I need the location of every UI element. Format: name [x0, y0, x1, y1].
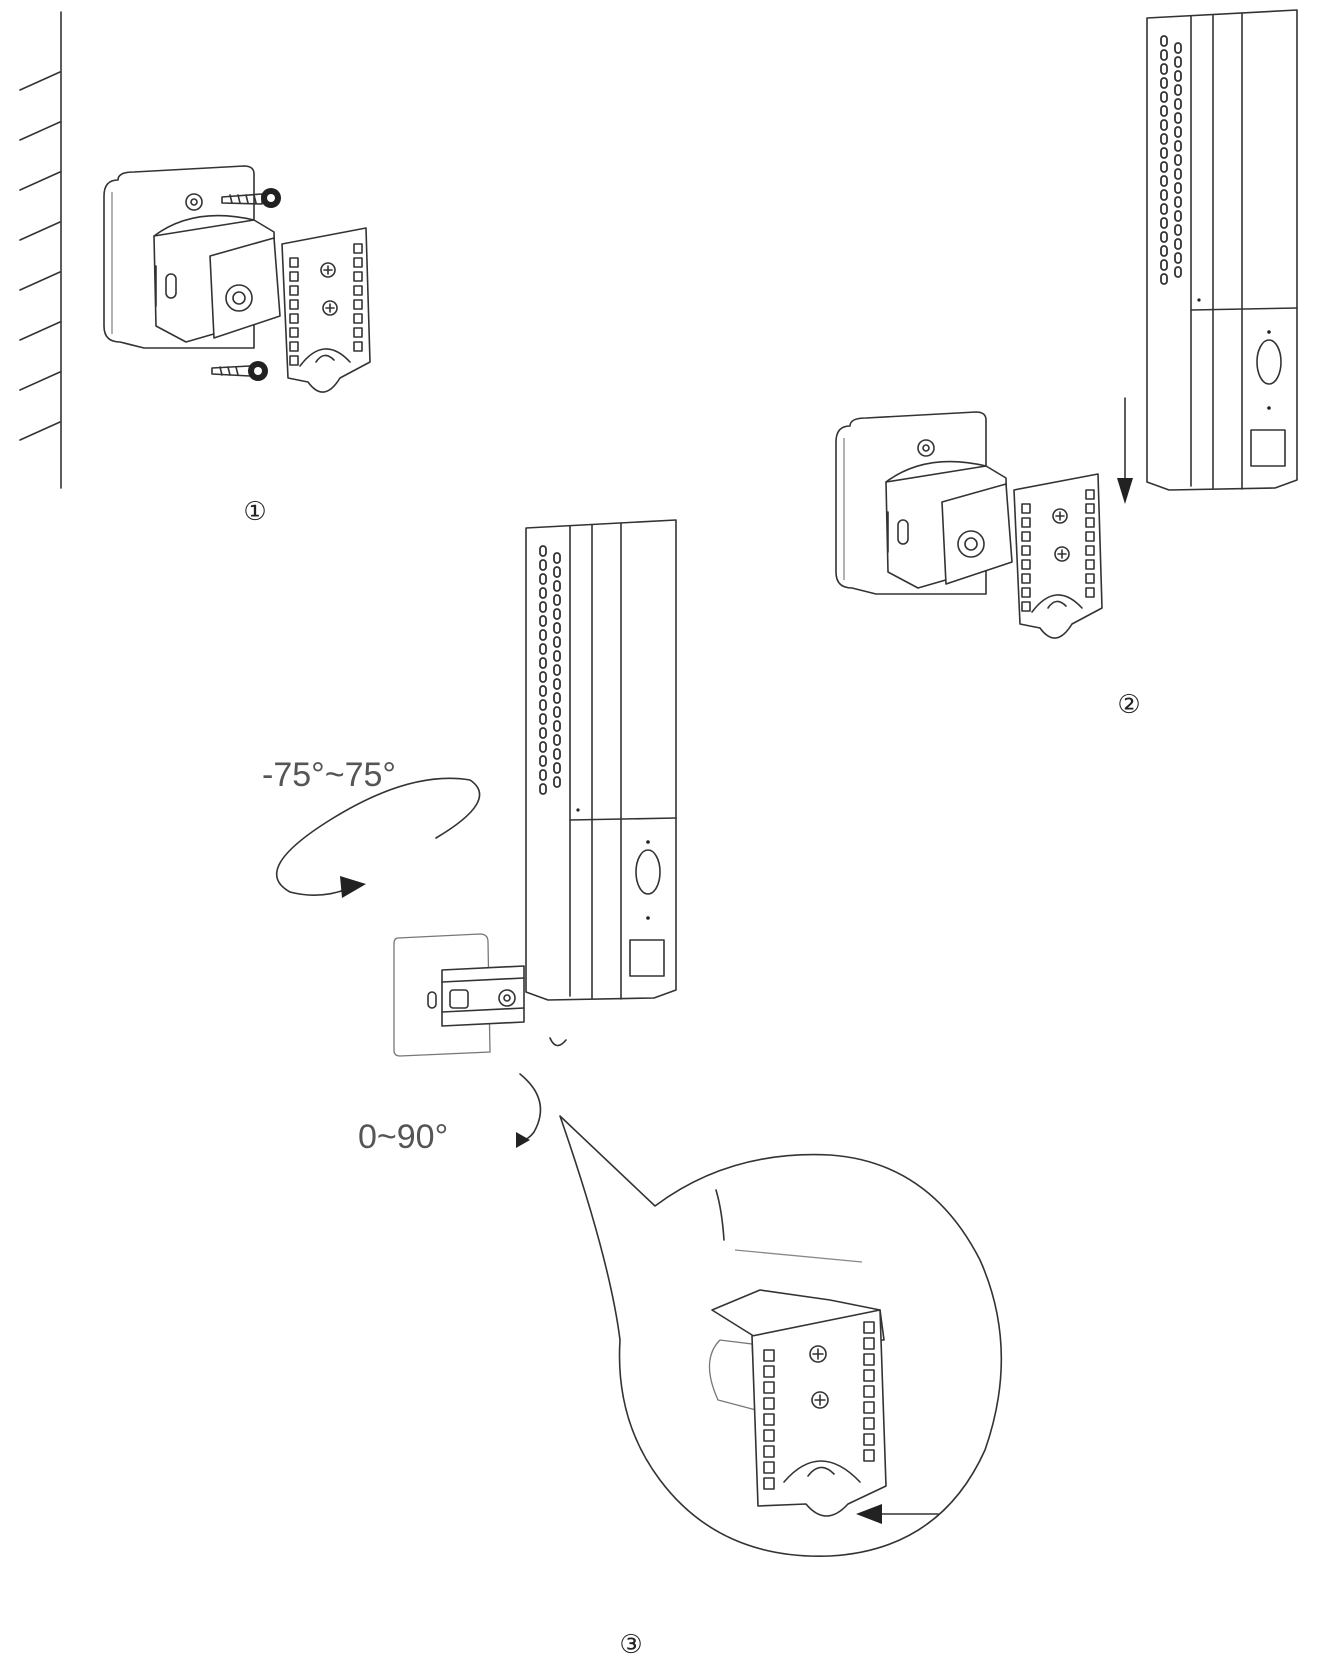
screw-icon — [221, 188, 281, 208]
rotation-arrow-icon — [275, 777, 481, 898]
arrow-left-icon — [856, 1504, 939, 1524]
step-2-attach-camera: ② — [835, 9, 1298, 720]
camera-body — [525, 519, 677, 1001]
detail-callout — [559, 1115, 1003, 1557]
tilt-range-label: 0~90° — [358, 1118, 448, 1156]
wall-bracket — [103, 165, 371, 393]
tilt-arrow-icon — [516, 1073, 542, 1148]
bracket-detail — [708, 1189, 887, 1517]
step-3-number: ③ — [619, 1630, 642, 1660]
screw-icon — [211, 361, 268, 381]
camera-body — [1146, 9, 1298, 491]
side-bracket — [393, 933, 567, 1057]
wall-bracket — [835, 411, 1103, 639]
rotation-range-label: -75°~75° — [262, 756, 396, 794]
step-2-number: ② — [1117, 690, 1140, 720]
step-3-adjust-angle: -75°~75° 0~90° — [262, 519, 1003, 1660]
step-1-number: ① — [243, 497, 266, 527]
step-1-wall-mount: ① — [19, 11, 371, 527]
wall-hatching — [19, 71, 61, 441]
arrow-down-icon — [1117, 397, 1133, 504]
